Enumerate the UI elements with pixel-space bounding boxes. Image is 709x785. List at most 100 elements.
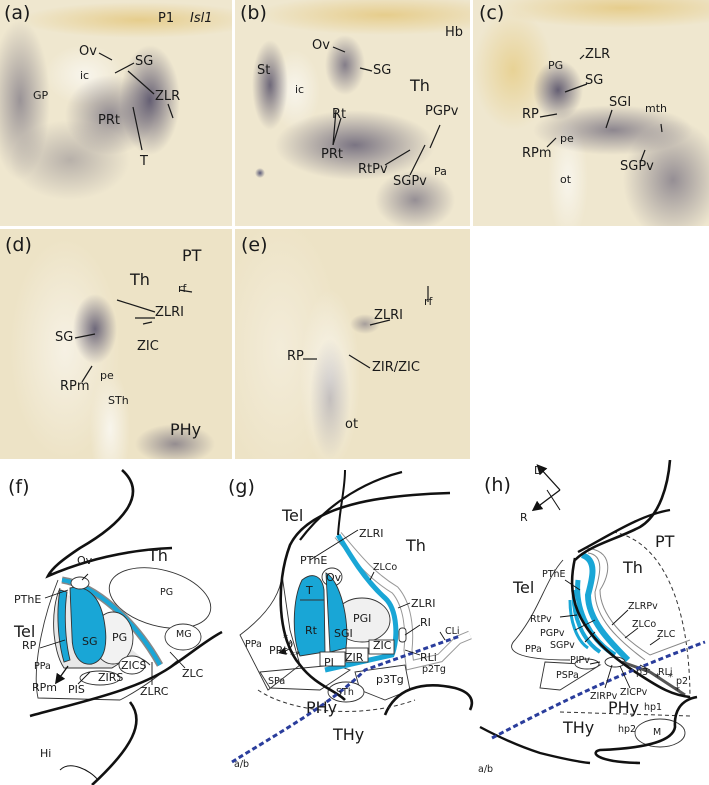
panel-g-region-label: PHy [306, 698, 338, 717]
panel-b-isl1-section [235, 0, 470, 226]
stained-tissue-image [235, 0, 470, 226]
panel-c-region-label: pe [560, 132, 574, 145]
panel-g-region-label: ZLRI [411, 597, 436, 610]
stained-tissue-image [0, 0, 232, 226]
panel-d-region-label: Th [130, 270, 150, 289]
svg-text:*: * [675, 685, 680, 696]
panel-h-region-label: Th [623, 558, 643, 577]
panel-h-region-label: hp1 [644, 702, 663, 713]
panel-h-region-label: RLi [658, 667, 673, 678]
panel-h-region-label: a/b [478, 764, 494, 775]
panel-f-region-label: ZIRS [98, 671, 124, 684]
panel-a-region-label: PRt [98, 113, 120, 128]
svg-text:*: * [283, 633, 288, 644]
panel-f-region-label: ZLC [182, 667, 204, 680]
panel-e-region-label: ZLRI [374, 308, 404, 323]
panel-g-region-label: ZIC [373, 639, 392, 652]
panel-h-region-label: ZLCo [632, 619, 657, 630]
panel-f-region-label: PG [112, 631, 128, 644]
svg-text:**: ** [290, 650, 300, 661]
panel-b-region-label: RtPv [358, 162, 388, 177]
panel-e-region-label: ZIR/ZIC [372, 360, 420, 375]
panel-h-region-label: RtPv [530, 614, 552, 625]
panel-c-region-label: RPm [522, 146, 552, 161]
panel-g-region-label: STh [336, 687, 354, 698]
panel-h-region-label: THy [563, 718, 595, 737]
photo-leader-lines [74, 46, 663, 383]
panel-h-region-label: ZICPv [620, 687, 648, 698]
panel-a-region-label: ZLR [155, 89, 181, 104]
panel-g-region-label: PRt [269, 644, 288, 657]
panel-b-region-label: ic [295, 83, 305, 96]
svg-text:*: * [668, 672, 673, 683]
panel-h-region-label: hp2 [618, 724, 637, 735]
orientation-cross-icon [546, 489, 561, 511]
panel-h-region-label: PPa [525, 644, 542, 655]
panel-b-region-label: Hb [445, 25, 464, 40]
panel-f-region-label: PPa [34, 661, 51, 672]
panel-a-region-label: SG [135, 54, 154, 69]
panel-h-region-label: ZIRPv [590, 691, 618, 702]
panel-d-region-label: STh [108, 394, 129, 407]
diagram-g: **** [231, 469, 474, 764]
panel-label-d: (d) [5, 234, 32, 256]
svg-text:*: * [655, 672, 660, 683]
panel-a-region-label: Isl1 [190, 11, 213, 26]
panel-h-region-label: PHy [608, 698, 640, 717]
panel-f-region-label: Ov [77, 554, 93, 567]
panel-h-region-label: PThE [542, 569, 566, 580]
panel-a-region-label: Ov [79, 44, 97, 59]
panel-f-region-label: PIS [68, 683, 85, 696]
panel-h-region-label: SGPv [550, 640, 575, 651]
panel-c-region-label: mth [645, 102, 667, 115]
panel-h-region-label: PIPv [570, 655, 590, 666]
panel-a-region-label: P1 [158, 11, 175, 26]
panel-c-region-label: SGPv [620, 159, 654, 174]
panel-h-region-label: Tel [513, 578, 535, 597]
stained-tissue-image [473, 0, 709, 226]
panel-h-region-label: p3 [636, 667, 649, 678]
panel-d-region-label: RPm [60, 379, 90, 394]
panel-a-region-label: T [140, 154, 148, 169]
panel-label-e: (e) [241, 234, 268, 256]
panel-g-region-label: Ov [326, 571, 342, 584]
panel-g-region-label: PGI [353, 612, 372, 625]
diagram-h: *** [479, 460, 706, 765]
panel-g-region-label: SGI [334, 627, 353, 640]
panel-h-region-label: D [534, 464, 543, 477]
panel-label-c: (c) [479, 2, 505, 24]
panel-f-region-label: SG [82, 635, 98, 648]
svg-text:*: * [287, 640, 292, 651]
panel-g-region-label: ZLCo [373, 562, 398, 573]
panel-d-region-label: ZIC [137, 339, 159, 354]
panel-f-region-label: ZLRC [140, 685, 169, 698]
panel-f-region-label: PThE [14, 593, 42, 606]
panel-d-region-label: rf [178, 282, 187, 295]
panel-label-f: (f) [8, 476, 30, 498]
panel-f-region-label: Hi [40, 747, 52, 760]
panel-c-region-label: RP [522, 107, 539, 122]
schematic-diagrams: **** *** [29, 460, 706, 785]
panel-e-region-label: ot [345, 417, 359, 432]
panel-f-region-label: ZICS [121, 659, 147, 672]
panel-c-region-label: ZLR [585, 47, 611, 62]
panel-b-region-label: Pa [434, 165, 447, 178]
panel-f-region-label: PG [160, 587, 174, 598]
panel-label-h: (h) [484, 474, 511, 496]
panel-b-region-label: Ov [312, 38, 330, 53]
panel-f-region-label: RP [22, 639, 37, 652]
panel-f-region-label: Tel [14, 622, 36, 641]
panel-a-region-label: GP [33, 89, 49, 102]
panel-h-region-label: PGPv [540, 628, 565, 639]
panel-d-region-label: SG [55, 330, 74, 345]
panel-f-region-label: MG [176, 629, 192, 640]
diagram-f [29, 469, 223, 785]
panel-e-region-label: RP [287, 349, 304, 364]
panel-h-region-label: M [653, 727, 662, 738]
panel-d-region-label: PHy [170, 420, 202, 439]
panel-b-region-label: SG [373, 63, 392, 78]
panel-g-region-label: RI [420, 616, 431, 629]
panel-g-region-label: RLi [420, 651, 437, 664]
panel-b-region-label: SGPv [393, 174, 427, 189]
panel-e-region-label: rf [424, 295, 433, 308]
